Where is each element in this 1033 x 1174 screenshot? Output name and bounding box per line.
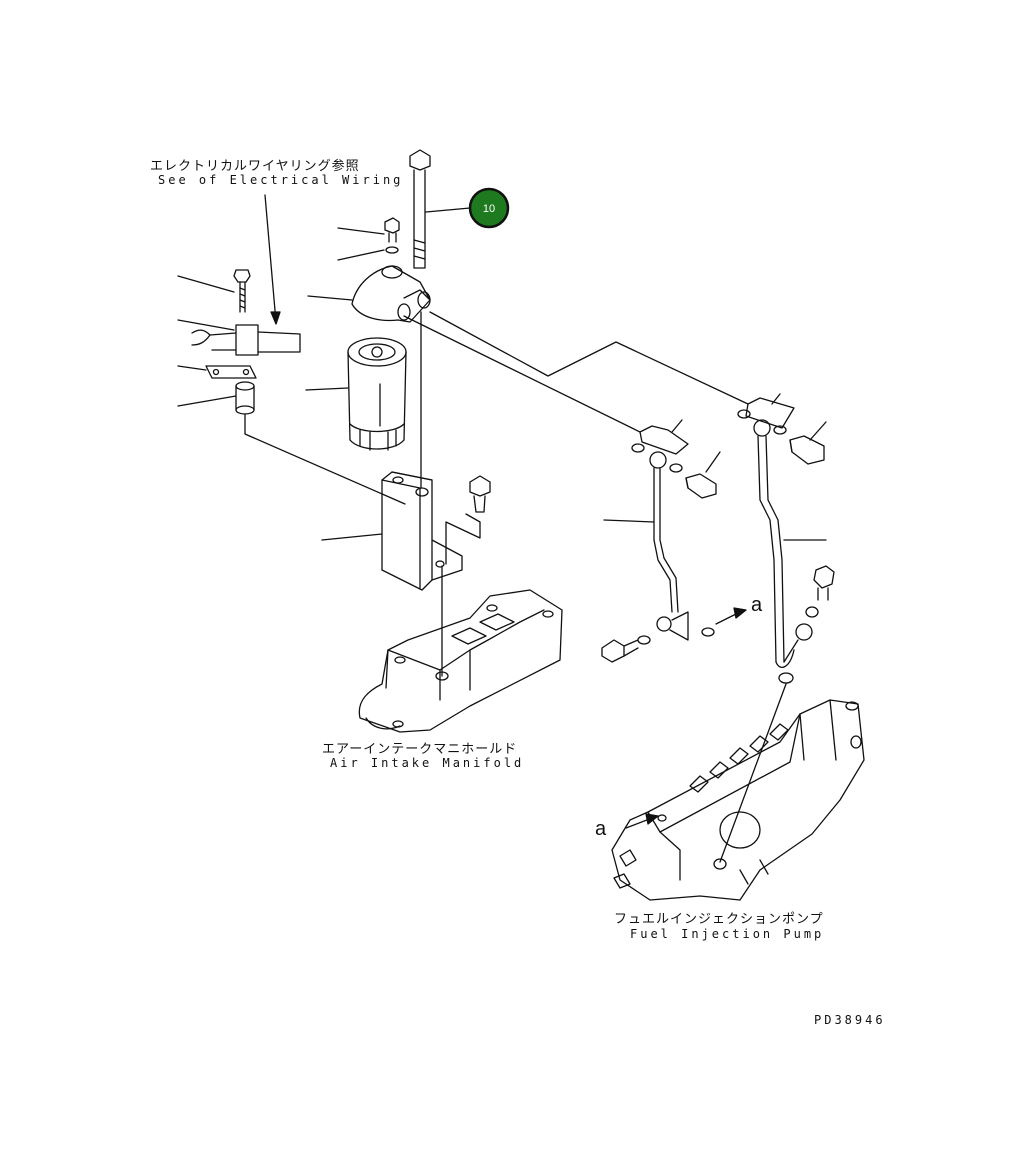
air-intake-manifold-label-en: Air Intake Manifold: [330, 756, 525, 770]
fuel-injection-pump-label-jp: フュエルインジェクションポンプ: [614, 912, 824, 927]
harness-clamp: [205, 365, 257, 379]
left-banjo-bolt: [685, 473, 717, 499]
right-banjo-joint: [737, 397, 795, 437]
right-banjo-bolt: [789, 435, 825, 465]
right-pipe-bolt: [813, 565, 835, 601]
right-fuel-pipe: [757, 435, 799, 668]
left-banjo-joint: [631, 425, 689, 473]
fuel-line-leaders: [403, 311, 749, 433]
pump-inlet-leader: [719, 683, 787, 863]
small-bolt: [384, 217, 400, 243]
fuel-filter-cartridge: [347, 337, 407, 451]
wiring-harness: [191, 324, 301, 356]
drawing-code: PD38946: [814, 1013, 886, 1027]
washer-small: [385, 246, 399, 254]
target-arrow-a: [625, 813, 667, 829]
fuel-injection-pump: [611, 699, 865, 901]
view-mark-a-pump: a: [595, 818, 607, 840]
view-mark-a-pipe: a: [751, 594, 763, 616]
electrical-wiring-label-en: See of Electrical Wiring: [158, 173, 404, 187]
fuel-injection-pump-label-en: Fuel Injection Pump: [630, 927, 825, 941]
left-fuel-pipe: [653, 467, 679, 613]
harness-bolt: [233, 269, 251, 313]
filter-head: [351, 265, 431, 323]
spacer-collar: [235, 381, 406, 505]
left-pipe-bolt: [601, 639, 639, 663]
callout-leader-lines: [177, 207, 827, 541]
filter-bracket: [381, 471, 463, 591]
air-intake-manifold: [358, 589, 563, 733]
long-bolt: [409, 149, 431, 269]
bracket-bolt: [445, 475, 491, 565]
callout-badge-10[interactable]: 10: [468, 187, 510, 229]
right-washer: [778, 606, 819, 684]
wiring-reference-leader: [264, 194, 281, 325]
arrow-a: [715, 607, 747, 625]
callout-number: 10: [483, 203, 495, 215]
left-washer: [637, 627, 715, 645]
electrical-wiring-label-jp: エレクトリカルワイヤリング参照: [150, 159, 360, 174]
air-intake-manifold-label-jp: エアーインテークマニホールド: [322, 742, 518, 757]
left-pipe-end: [656, 611, 689, 641]
